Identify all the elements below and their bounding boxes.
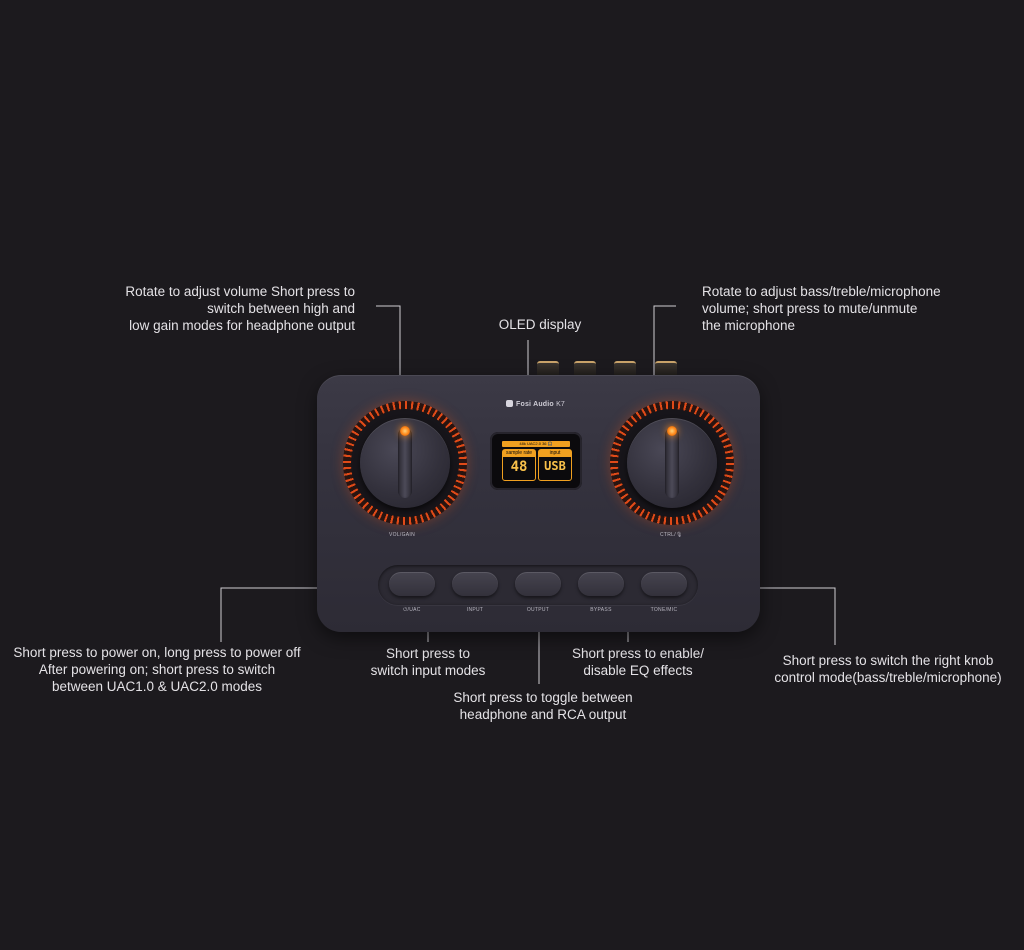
rear-jack-1 [537, 361, 559, 377]
bypass-button[interactable] [578, 572, 624, 596]
oled-input: input USB [538, 449, 572, 481]
output-button[interactable] [515, 572, 561, 596]
callout-input: Short press to switch input modes [370, 646, 486, 678]
callout-ctrl-knob: Rotate to adjust bass/treble/microphone … [702, 284, 941, 333]
knob-led-indicator [667, 426, 677, 436]
oled-input-value: USB [544, 459, 566, 473]
input-button[interactable] [452, 572, 498, 596]
rear-jack-2 [574, 361, 596, 377]
power-uac-label: ⏻/UAC [403, 607, 421, 613]
rear-jack-3 [614, 361, 636, 377]
callout-output: Short press to toggle between headphone … [453, 690, 633, 722]
tone-mic-label: TONE/MIC [650, 607, 678, 613]
knob-grip [665, 428, 679, 498]
callout-oled: OLED display [498, 317, 582, 332]
oled-sample-rate: sample rate 48 [502, 449, 536, 481]
tone-mic-button[interactable] [641, 572, 687, 596]
brand-name: Fosi Audio [516, 401, 554, 408]
callout-tone-mic: Short press to switch the right knob con… [774, 653, 1002, 685]
oled-input-label: input [539, 450, 571, 457]
bypass-label: BYPASS [590, 607, 612, 613]
power-uac-button[interactable] [389, 572, 435, 596]
oled-sample-rate-value: 48 [510, 459, 528, 475]
model-name: K7 [556, 401, 566, 408]
volume-knob-label: VOL/GAIN [389, 532, 416, 538]
ctrl-knob[interactable] [627, 418, 717, 508]
output-label: OUTPUT [526, 607, 550, 613]
callout-volume-knob: Rotate to adjust volume Short press to s… [125, 284, 355, 333]
volume-knob[interactable] [360, 418, 450, 508]
knob-grip [398, 428, 412, 498]
device-body: Fosi Audio K7 VOL/GAIN CTRL/🎙 48k UAC2.0… [317, 375, 760, 632]
input-label: INPUT [466, 607, 484, 613]
brand-mark-icon [506, 400, 513, 407]
oled-display: 48k UAC2.0 36 🎧 sample rate 48 input USB [490, 432, 582, 490]
knob-led-indicator [400, 426, 410, 436]
callout-bypass: Short press to enable/ disable EQ effect… [571, 646, 705, 678]
rear-jack-4 [655, 361, 677, 377]
oled-sample-rate-label: sample rate [503, 450, 535, 457]
callout-power-uac: Short press to power on, long press to p… [13, 645, 301, 694]
brand-logo: Fosi Audio K7 [506, 400, 565, 408]
ctrl-knob-label: CTRL/🎙 [660, 532, 683, 538]
oled-status-line: 48k UAC2.0 36 🎧 [502, 441, 570, 447]
